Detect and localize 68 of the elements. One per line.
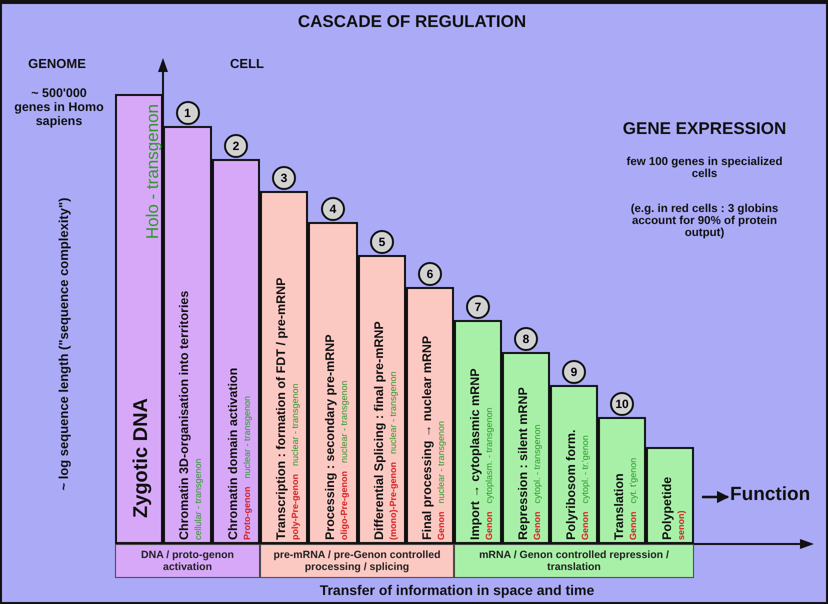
step-number-circle: 7 [466,295,490,319]
category-band: mRNA / Genon controlled repression / translation [454,544,694,578]
stage-bar [454,320,502,544]
step-number-circle: 5 [370,230,394,254]
transgenon-label: nuclear - transgenon [436,420,446,504]
step-number-circle: 9 [562,360,586,384]
step-number-circle: 4 [321,197,345,221]
genon-label: Genon [580,512,590,540]
step-number-circle: 2 [224,134,248,158]
transgenon-label: cytopl. - transgenon [532,424,542,504]
step-number-circle: 1 [176,101,200,125]
arrow [702,490,730,504]
y-axis-title: ~ log sequence length ("sequence complexity") [56,196,72,492]
gene-expression-note: few 100 genes in specialized cells [626,156,784,180]
diagram-title: CASCADE OF REGULATION [296,12,528,32]
stage-title: Repression : silent mRNP [516,387,530,540]
stage-bar [308,222,358,544]
transgenon-label: Holo - transgenon [143,104,163,240]
x-axis-title: Transfer of information in space and time [318,582,596,599]
genon-label: Genon [628,512,638,540]
stage-bar [115,94,163,544]
category-band: DNA / proto-genon activation [115,544,260,578]
transgenon-label: nuclear - transgenon [242,396,252,478]
genon-label: oligo-Pre-genon [338,471,350,540]
stage-title: Processing : secondary pre-mRNP [322,334,336,540]
genome-heading: GENOME [27,56,87,72]
stage-bar [550,385,598,544]
transgenon-label: nuclear - transgenon [338,380,350,463]
stage-title: Chromatin 3D-organisation into territories [177,290,191,540]
step-number-circle: 10 [610,392,634,416]
stage-bar [260,191,308,544]
stage-bar [646,447,694,544]
genon-label: Genon [532,512,542,540]
stage-title: Polyribosom form. [564,430,578,540]
gene-expression-heading: GENE EXPRESSION [622,119,788,139]
stage-title: Zygotic DNA [129,398,153,518]
transgenon-label: cellular - transgenon [193,458,204,540]
genome-note: ~ 500'000 genes in Homo sapiens [13,86,105,128]
stage-bar [212,159,260,544]
gene-expression-note: (e.g. in red cells : 3 globins account for 90% of protein output) [630,203,780,239]
step-number-circle: 8 [514,327,538,351]
genon-label: Proto-genon [242,486,252,540]
stage-title: Import → cytoplasmic mRNP [468,368,482,540]
stage-title: Chromatin domain activation [226,368,240,540]
stage-title: Translation [612,473,626,540]
cell-heading: CELL [229,56,265,72]
transgenon-label: cyt. t'genon [628,458,638,504]
stage-bar [163,126,212,544]
stage-bar [598,417,646,544]
transgenon-label: nuclear - transgenon [388,371,398,454]
step-number-circle: 6 [418,262,442,286]
transgenon-label: cytoplasm. - transgenon [484,407,494,504]
transgenon-label: nuclear - transgenon [290,383,300,466]
stage-title: Final processing → nuclear mRNP [420,336,434,540]
stage-bar [502,352,550,544]
stage-title: Polypetide [660,476,674,540]
step-number-circle: 3 [272,166,296,190]
stage-title: Transcription : formation of FDT / pre-mRNP [274,277,288,540]
outcome-label: Function [730,484,820,508]
genon-label: poly-Pre-genon [290,474,300,540]
genon-label: Genon [436,512,446,540]
stage-title: Differential Splicing : final pre-mRNP [372,321,386,540]
stage-bar [406,287,454,544]
category-band: pre-mRNA / pre-Genon controlled processing / splicing [260,544,454,578]
genon-label: senon) [676,510,686,540]
genon-label: Genon [484,512,494,540]
transgenon-label: cytopl. - tr.'genon [580,435,590,504]
genon-label: (mono)-Pre-genon [388,462,398,540]
